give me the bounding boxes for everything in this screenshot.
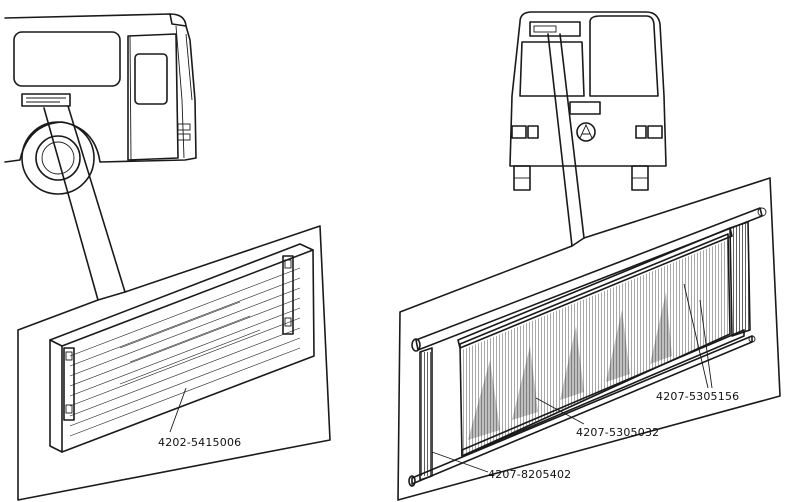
bus-front-view <box>509 11 667 191</box>
label-sign-holder: 4207-8205402 <box>488 468 571 481</box>
label-sign-plate: 4202-5415006 <box>158 436 241 449</box>
bus-side-view <box>4 13 197 195</box>
front-callout-beam <box>547 33 585 247</box>
screen-shading <box>468 292 672 440</box>
label-roller-screen: 4207-5305032 <box>576 426 659 439</box>
side-callout-beam <box>43 105 126 301</box>
plate-hatching <box>69 267 301 437</box>
label-guide-rails: 4207-5305156 <box>656 390 739 403</box>
roller-screen-panel: 4207-5305156 4207-5305032 4207-8205402 <box>397 177 781 501</box>
sign-plate-panel: 4202-5415006 <box>17 225 331 501</box>
